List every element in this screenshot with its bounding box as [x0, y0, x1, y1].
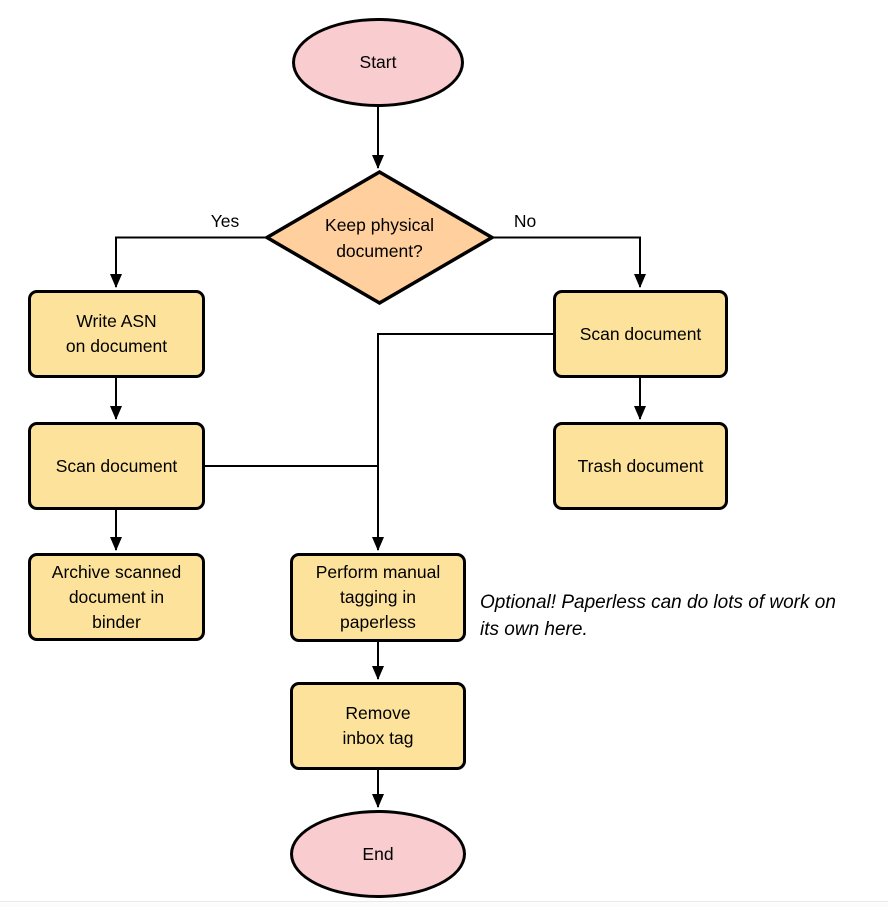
node-label-trash: Trash document — [577, 455, 704, 476]
decision-diamond-shape — [263, 169, 496, 306]
flowchart-node-write-asn: Write ASN on document — [28, 290, 205, 378]
edge-label-yes: Yes — [210, 211, 240, 231]
window-bottom-edge — [0, 901, 888, 907]
node-label-decision: Keep physical document? — [325, 214, 434, 261]
node-label-end: End — [362, 843, 394, 864]
node-label-remove-inbox-tag: Remove inbox tag — [342, 703, 414, 748]
edge-decision-yes-to-write-asn — [110, 236, 267, 288]
node-label-scan-document-right: Scan document — [579, 323, 702, 344]
flowchart-node-tagging: Perform manual tagging in paperless — [290, 553, 466, 642]
edge-label-no: No — [513, 211, 537, 231]
flowchart-node-start: Start — [292, 18, 464, 107]
node-label-archive: Archive scanned document in binder — [51, 561, 182, 632]
node-label-tagging: Perform manual tagging in paperless — [315, 562, 441, 632]
edge-decision-no-to-scan-right — [492, 236, 646, 288]
node-label-scan-document-left: Scan document — [55, 455, 178, 476]
node-label-write-asn: Write ASN on document — [65, 311, 168, 356]
flowchart-node-archive: Archive scanned document in binder — [28, 553, 205, 641]
flowchart-node-scan-document-left: Scan document — [28, 422, 205, 510]
flowchart-node-trash: Trash document — [553, 422, 728, 510]
flowchart-node-decision: Keep physical document? — [282, 172, 477, 303]
edge-scan-right-to-tagging — [372, 333, 553, 551]
flowchart-node-end: End — [290, 810, 466, 898]
node-label-start: Start — [359, 52, 397, 72]
flowchart-node-scan-document-right: Scan document — [553, 290, 728, 378]
flowchart-node-remove-inbox-tag: Remove inbox tag — [290, 682, 466, 770]
optional-note-text: Optional! Paperless can do lots of work … — [480, 592, 836, 640]
